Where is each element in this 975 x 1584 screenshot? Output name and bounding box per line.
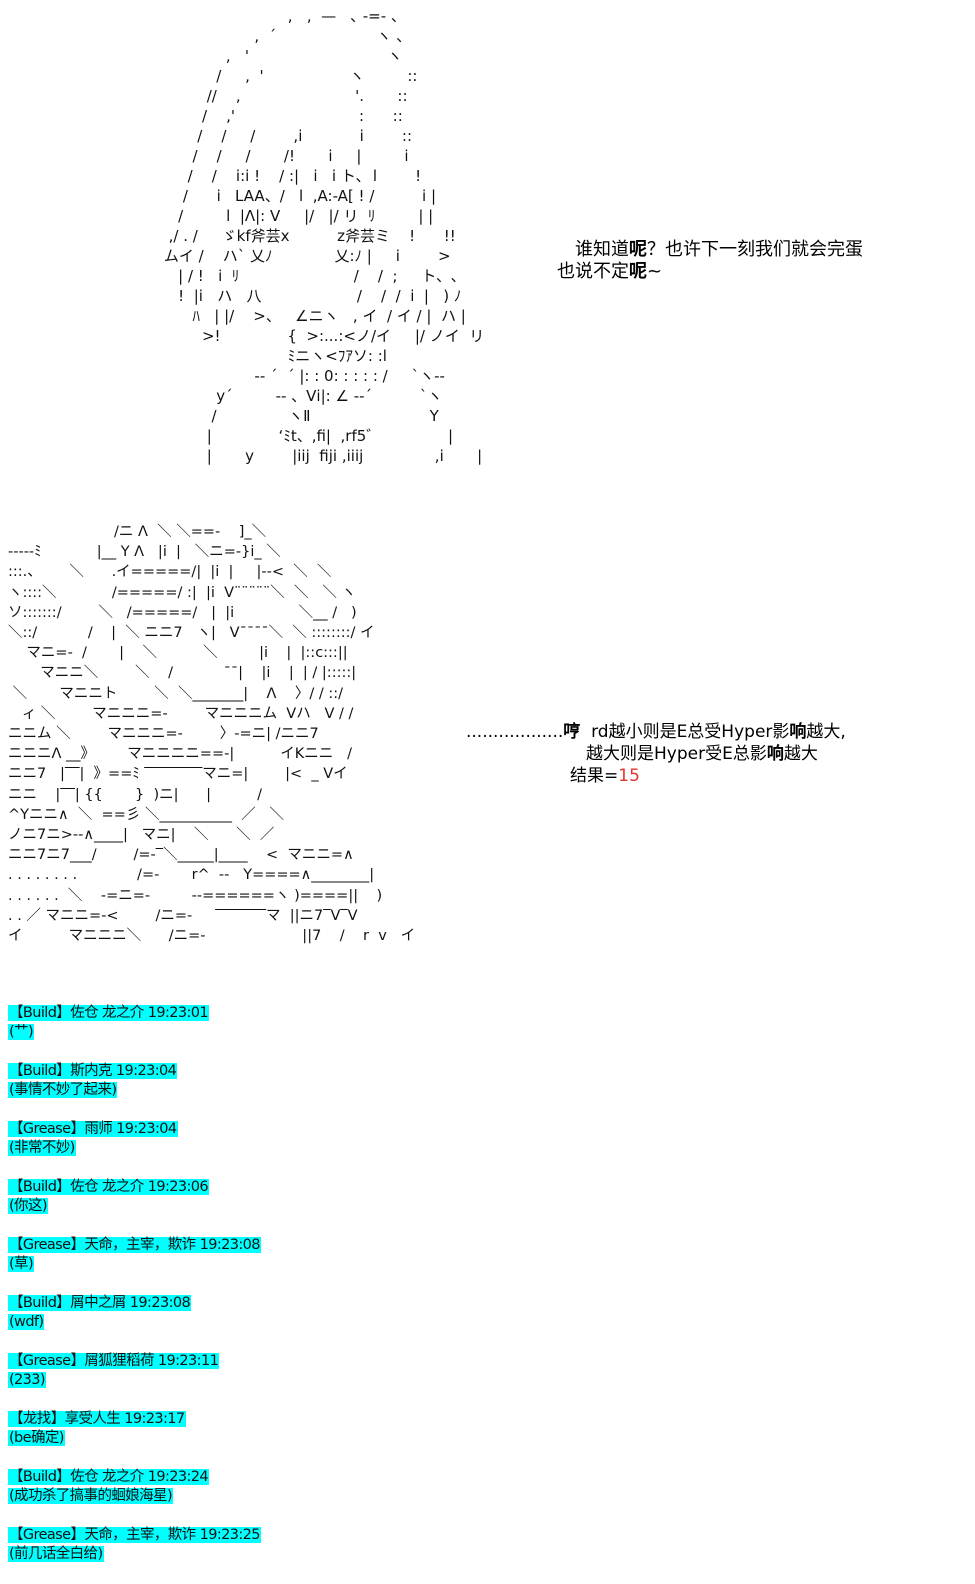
chat-header: 【Build】斯内克 19:23:04 xyxy=(8,1063,178,1079)
chat-body: (233) xyxy=(8,1372,46,1388)
chat-log: 【Build】佐仓 龙之介 19:23:01 (艹) 【Build】斯内克 19… xyxy=(8,1004,608,1584)
chat-message: 【Build】佐仓 龙之介 19:23:06 (你这) xyxy=(8,1178,608,1236)
chat-message: 【Build】斯内克 19:23:04 (事情不妙了起来) xyxy=(8,1062,608,1120)
chat-header: 【Grease】天命，主宰，欺诈 19:23:25 xyxy=(8,1527,261,1543)
narration-line-2: 越大则是Hyper受E总影响越大 xyxy=(586,744,818,764)
chat-header: 【Grease】屑狐狸稻荷 19:23:11 xyxy=(8,1353,220,1369)
chat-header: 【Build】佐仓 龙之介 19:23:06 xyxy=(8,1179,210,1195)
ascii-art-scene: /ニ Λ ＼ ＼==- ]_＼ ‐‐‐‐‐ﾐ |__ Y Λ |i | ＼ニ=-… xyxy=(8,524,416,945)
chat-body: (wdf) xyxy=(8,1314,45,1330)
chat-body: (事情不妙了起来) xyxy=(8,1082,118,1098)
speech-line-1: 谁知道呢？也许下一刻我们就会完蛋 xyxy=(575,239,863,260)
chat-body: (非常不妙) xyxy=(8,1140,76,1156)
chat-body: (草) xyxy=(8,1256,35,1272)
chat-message: 【Grease】屑狐狸稻荷 19:23:11 (233) xyxy=(8,1352,608,1410)
chat-message: 【Build】屑中之屑 19:23:08 (wdf) xyxy=(8,1294,608,1352)
chat-header: 【Build】佐仓 龙之介 19:23:01 xyxy=(8,1005,210,1021)
chat-message: 【龙找】享受人生 19:23:17 (be确定) xyxy=(8,1410,608,1468)
ascii-art-character: , , — ､ ‐=- 、 , ´ ヽ 、 , ' ヽ / , ' ヽ :: /… xyxy=(163,7,485,465)
chat-header: 【龙找】享受人生 19:23:17 xyxy=(8,1411,186,1427)
chat-header: 【Grease】雨师 19:23:04 xyxy=(8,1121,178,1137)
chat-body: (艹) xyxy=(8,1024,35,1040)
chat-body: (be确定) xyxy=(8,1430,65,1446)
speech-line-2: 也说不定呢~ xyxy=(557,261,663,282)
chat-message: 【Build】佐仓 龙之介 19:23:24 (成功杀了搞事的蛔娘海星) xyxy=(8,1468,608,1526)
chat-message: 【Grease】天命，主宰，欺诈 19:23:08 (草) xyxy=(8,1236,608,1294)
chat-body: (你这) xyxy=(8,1198,48,1214)
chat-header: 【Build】屑中之屑 19:23:08 xyxy=(8,1295,192,1311)
chat-message: 【Grease】雨师 19:23:04 (非常不妙) xyxy=(8,1120,608,1178)
chat-message: 【Grease】天命，主宰，欺诈 19:23:25 (前几话全白给) xyxy=(8,1526,608,1584)
chat-header: 【Build】佐仓 龙之介 19:23:24 xyxy=(8,1469,210,1485)
chat-body: (成功杀了搞事的蛔娘海星) xyxy=(8,1488,174,1504)
result-value: 15 xyxy=(618,766,640,786)
chat-header: 【Grease】天命，主宰，欺诈 19:23:08 xyxy=(8,1237,261,1253)
narration-line-1: ..................哼 rd越小则是E总受Hyper影响越大, xyxy=(466,722,846,742)
chat-body: (前几话全白给) xyxy=(8,1546,104,1562)
chat-message: 【Build】佐仓 龙之介 19:23:01 (艹) xyxy=(8,1004,608,1062)
result-line: 结果=15 xyxy=(570,766,640,786)
